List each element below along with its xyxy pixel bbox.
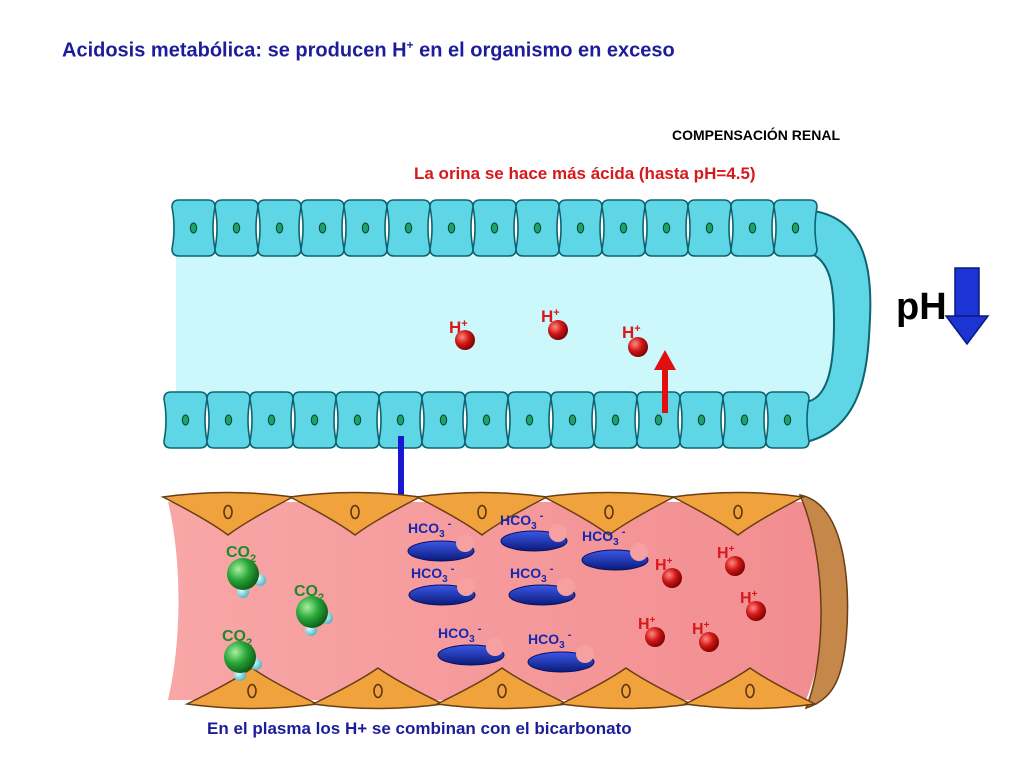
proton-label: H+ <box>740 589 758 607</box>
proton-lumen-2: H+ <box>541 307 568 340</box>
tubule-cell <box>214 199 259 257</box>
endothelial-cell <box>541 491 677 536</box>
tubule-cell <box>515 199 560 257</box>
blood-vessel <box>160 491 849 710</box>
renal-tubule <box>163 199 872 449</box>
tubule-cell <box>687 199 732 257</box>
co2-molecule-1: CO2 <box>226 544 266 598</box>
tubule-cell <box>644 199 689 257</box>
bicarbonate-label: HCO3- <box>408 518 452 540</box>
tubule-cell <box>335 391 380 449</box>
endothelial-cell <box>414 491 550 536</box>
bicarbonate-label: HCO3- <box>582 526 626 548</box>
proton-label: H+ <box>449 318 468 337</box>
endothelial-cell <box>558 667 694 710</box>
tubule-cell <box>601 199 646 257</box>
bicarbonate-ion: HCO3- <box>407 518 475 562</box>
proton-label: H+ <box>692 620 710 638</box>
tubule-cell <box>163 391 208 449</box>
tubule-lumen <box>176 256 846 398</box>
bicarbonate-label: HCO3- <box>500 510 544 532</box>
tubule-cell <box>722 391 767 449</box>
bicarbonate-ions: HCO3- HCO3- HCO3- HCO3- HCO3- HCO3- HCO3- <box>407 510 649 673</box>
plasma-caption: En el plasma los H+ se combinan con el b… <box>207 719 632 738</box>
tubule-cell <box>679 391 724 449</box>
tubule-top-cells <box>171 199 818 257</box>
page-title: Acidosis metabólica: se producen H+ en e… <box>62 38 675 63</box>
proton-label: H+ <box>655 556 673 574</box>
plasma-protons: H+ H+ H+ H+ H+ <box>638 544 766 652</box>
title-sup: + <box>406 38 414 52</box>
tubule-cell <box>593 391 638 449</box>
tubule-curved-end <box>805 208 872 444</box>
tubule-cell <box>464 391 509 449</box>
endothelial-cell <box>434 667 570 710</box>
tubule-bottom-cells <box>163 391 810 449</box>
endothelial-cell <box>160 491 296 536</box>
co2-molecule-3: CO2 <box>222 628 262 681</box>
proton: H+ <box>740 589 766 621</box>
co2-label: CO2 <box>294 583 324 604</box>
vessel-lumen <box>168 502 824 700</box>
tubule-cell <box>773 199 818 257</box>
tubule-cell <box>421 391 466 449</box>
endothelial-cell <box>670 491 806 536</box>
bicarbonate-label: HCO3- <box>411 563 455 585</box>
urine-caption: La orina se hace más ácida (hasta pH=4.5… <box>414 164 756 183</box>
proton-label: H+ <box>541 307 560 326</box>
co2-label: CO2 <box>222 628 252 649</box>
vessel-end-wall <box>798 493 849 710</box>
tubule-cell <box>257 199 302 257</box>
bicarbonate-ion: HCO3- <box>527 629 595 673</box>
tubule-cell <box>292 391 337 449</box>
proton: H+ <box>638 615 665 647</box>
bicarbonate-ion: HCO3- <box>581 526 649 571</box>
tubule-cell <box>730 199 775 257</box>
bicarbonate-ion: HCO3- <box>408 563 476 606</box>
tubule-cell <box>386 199 431 257</box>
ph-down-arrow <box>944 267 990 346</box>
section-label: COMPENSACIÓN RENAL <box>672 127 841 143</box>
tubule-cell <box>765 391 810 449</box>
tubule-cell <box>343 199 388 257</box>
bicarbonate-label: HCO3- <box>510 563 554 585</box>
bicarbonate-label: HCO3- <box>528 629 572 651</box>
endothelial-bottom-cells <box>184 667 818 710</box>
tubule-cell <box>171 199 216 257</box>
tubule-cell <box>550 391 595 449</box>
tubule-cell <box>429 199 474 257</box>
endothelial-cell <box>682 667 818 710</box>
proton-label: H+ <box>717 544 735 562</box>
proton: H+ <box>717 544 745 576</box>
bicarbonate-ion: HCO3- <box>437 623 505 666</box>
co2-label: CO2 <box>226 544 256 565</box>
proton: H+ <box>655 556 682 588</box>
proton-secretion-arrow <box>654 350 676 413</box>
proton-lumen-1: H+ <box>449 318 475 350</box>
title-main: Acidosis metabólica: se producen H <box>62 39 407 62</box>
co2-molecule-2: CO2 <box>294 583 333 636</box>
tubule-cell <box>206 391 251 449</box>
endothelial-cell <box>310 667 446 710</box>
title-rest: en el organismo en exceso <box>413 39 675 62</box>
endothelial-cell <box>184 667 320 710</box>
endothelial-top-cells <box>160 491 806 536</box>
bicarbonate-label: HCO3- <box>438 623 482 645</box>
proton: H+ <box>692 620 719 652</box>
endothelial-cell <box>287 491 423 536</box>
tubule-cell <box>472 199 517 257</box>
proton-lumen-3: H+ <box>622 323 648 357</box>
tubule-cell <box>249 391 294 449</box>
tubule-cell <box>300 199 345 257</box>
bicarbonate-ion: HCO3- <box>508 563 576 606</box>
proton-label: H+ <box>622 323 641 342</box>
tubule-cell <box>636 391 681 449</box>
bicarbonate-ion: HCO3- <box>500 510 568 552</box>
proton-label: H+ <box>638 615 656 633</box>
ph-label: pH <box>896 286 947 328</box>
tubule-cell <box>507 391 552 449</box>
tubule-cell <box>558 199 603 257</box>
